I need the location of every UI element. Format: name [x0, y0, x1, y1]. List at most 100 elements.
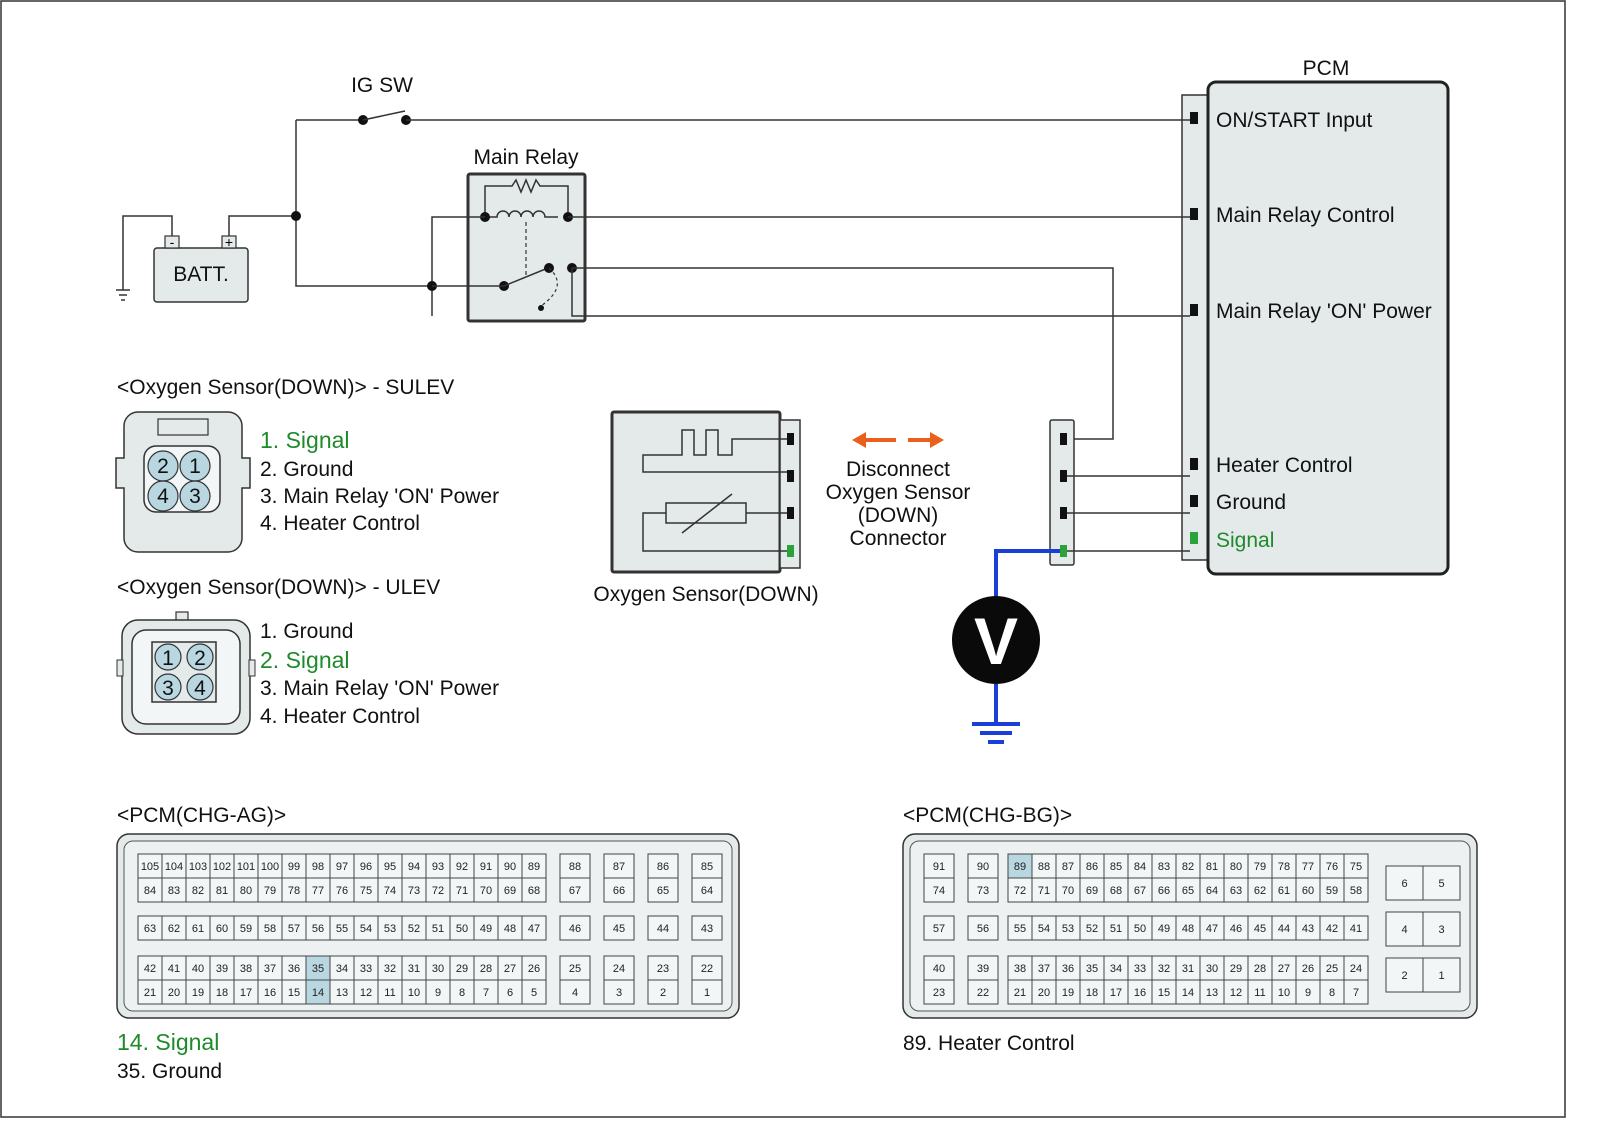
- pin-cell: [329, 979, 355, 1005]
- pin-number: 48: [1182, 923, 1194, 935]
- pin-row: 56: [967, 915, 999, 941]
- sensor-element: [642, 429, 787, 473]
- pin-cell: [1151, 979, 1177, 1005]
- pin-number: 45: [1254, 923, 1266, 935]
- pin-cell: [521, 877, 547, 903]
- pin-row: 45: [603, 915, 635, 941]
- pin-number: 67: [569, 885, 581, 897]
- pin-number: 44: [657, 923, 669, 935]
- pin-cell: [1127, 915, 1153, 941]
- pin-number: 6: [1401, 878, 1407, 890]
- pin-cell: [1271, 915, 1297, 941]
- disconnect-line-2: Oxygen Sensor: [826, 481, 971, 504]
- pcm-connector-strip: [1181, 94, 1209, 561]
- pin-cell: [257, 877, 283, 903]
- pin-number: 68: [528, 885, 540, 897]
- pin-row: 43: [691, 915, 723, 941]
- sulev-pin-number: 1: [189, 455, 201, 478]
- junction-dot: [291, 211, 301, 221]
- disconnect-line-1: Disconnect: [846, 458, 950, 481]
- pin-number: 86: [657, 861, 669, 873]
- pin-number: 103: [189, 861, 207, 873]
- pcm-bg-note-heater: 89. Heater Control: [903, 1032, 1075, 1055]
- pin-number: 13: [336, 987, 348, 999]
- outer-frame: [0, 0, 1566, 1118]
- relay-resistor: [484, 178, 569, 217]
- pin-number: 40: [933, 963, 945, 975]
- pin-number: 2: [1401, 970, 1407, 982]
- pin-number: 18: [216, 987, 228, 999]
- pin-number: 77: [1302, 861, 1314, 873]
- battery-ground-wire: [122, 215, 173, 290]
- pin-number: 19: [192, 987, 204, 999]
- main-relay-label: Main Relay: [473, 146, 579, 169]
- pin-cell: [329, 877, 355, 903]
- pin-number: 8: [459, 987, 465, 999]
- pin-cell: [1055, 853, 1081, 879]
- pin-cell: [691, 955, 723, 981]
- voltmeter: V: [952, 549, 1060, 744]
- pin-number: 28: [1254, 963, 1266, 975]
- pin-cell: [497, 877, 523, 903]
- pin-number: 100: [261, 861, 279, 873]
- pcm-pin-main-relay-on-power: Main Relay 'ON' Power: [1216, 300, 1432, 323]
- battery: [153, 247, 249, 303]
- pin-cell: [967, 915, 999, 941]
- pin-number: 73: [977, 885, 989, 897]
- pin-number: 102: [213, 861, 231, 873]
- pin-number: 43: [1302, 923, 1314, 935]
- pin-number: 25: [1326, 963, 1338, 975]
- pin-number: 57: [933, 923, 945, 935]
- pin-cell: [353, 877, 379, 903]
- oxygen-sensor-label: Oxygen Sensor(DOWN): [593, 583, 818, 606]
- pin-number: 47: [528, 923, 540, 935]
- pin-number: 37: [1038, 963, 1050, 975]
- pin-number: 22: [977, 987, 989, 999]
- pin-cell: [305, 853, 331, 879]
- pin-number: 51: [1110, 923, 1122, 935]
- pin-number: 50: [1134, 923, 1146, 935]
- pin-number: 63: [144, 923, 156, 935]
- pin-cell: [691, 853, 723, 879]
- pin-number: 67: [1134, 885, 1146, 897]
- disconnect-line-4: Connector: [850, 527, 947, 550]
- pin-number: 64: [1206, 885, 1218, 897]
- ulev-pin-4-desc: 4. Heater Control: [260, 705, 420, 728]
- pin-cell: [281, 915, 307, 941]
- pin-cell: [1295, 915, 1321, 941]
- pin-number: 37: [264, 963, 276, 975]
- pin-cell: [401, 979, 427, 1005]
- pin-number: 17: [1110, 987, 1122, 999]
- pin-number: 56: [312, 923, 324, 935]
- pin-number: 31: [1182, 963, 1194, 975]
- pin-number: 30: [1206, 963, 1218, 975]
- ground-symbol: [116, 289, 130, 301]
- pin-number: 16: [1134, 987, 1146, 999]
- pin-cell: [1247, 853, 1273, 879]
- pin-number: 9: [1305, 987, 1311, 999]
- pcm-pin-ground: Ground: [1216, 491, 1286, 514]
- pin-number: 20: [168, 987, 180, 999]
- pin-row: 66: [603, 877, 635, 903]
- pin-cell: [377, 979, 403, 1005]
- ulev-connector-tab: [116, 659, 124, 677]
- pin-row: 1: [691, 979, 723, 1005]
- heater-element: [665, 502, 747, 524]
- relay-power-to-sensor-wire: [572, 267, 1114, 440]
- pin-cell: [691, 979, 723, 1005]
- pin-number: 75: [1350, 861, 1362, 873]
- ulev-pin-1-desc: 1. Ground: [260, 620, 353, 643]
- pin-number: 23: [933, 987, 945, 999]
- pin-number: 83: [1158, 861, 1170, 873]
- pin-cell: [1271, 979, 1297, 1005]
- arrow-left-icon: [852, 432, 866, 448]
- pin-cell: [1223, 979, 1249, 1005]
- pin-number: 10: [1278, 987, 1290, 999]
- pin-number: 14: [1182, 987, 1194, 999]
